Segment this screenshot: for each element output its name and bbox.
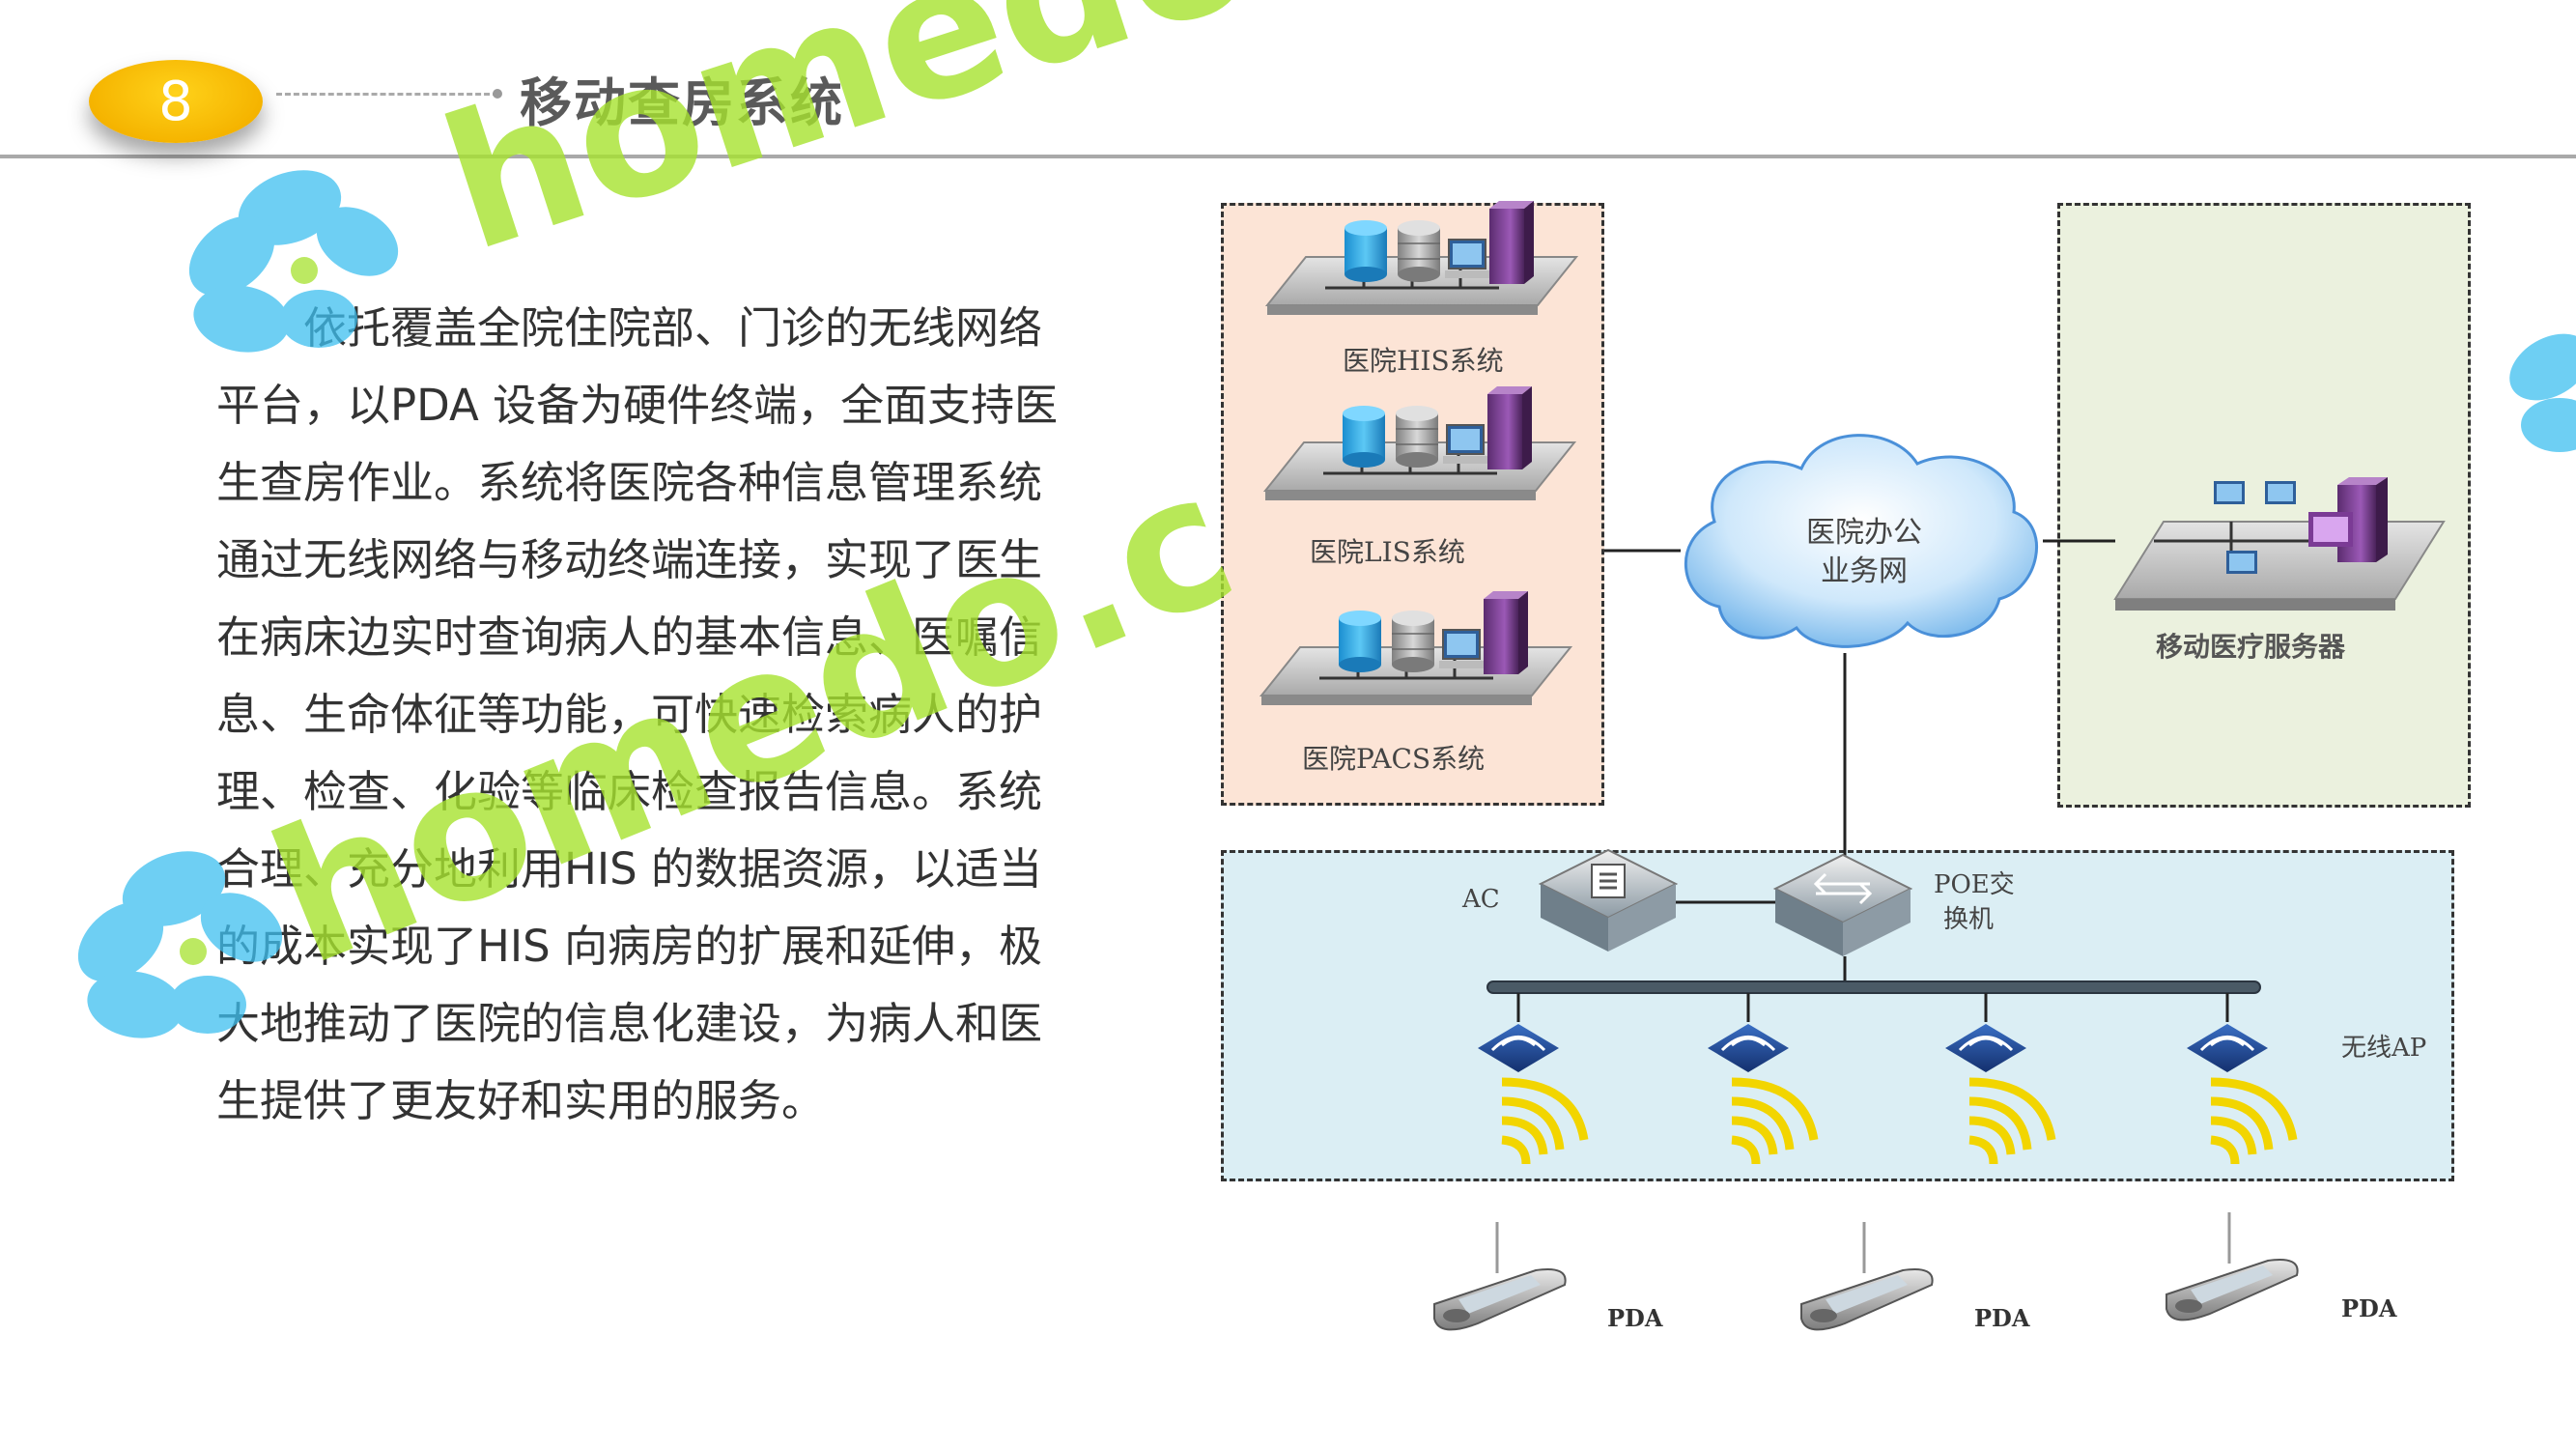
paragraph-line: 在病床边实时查询病人的基本信息、医嘱信 [216, 611, 1043, 663]
his-server-group [1265, 199, 1578, 317]
mobile-server-label: 移动医疗服务器 [2156, 631, 2346, 663]
lis-system-label: 医院LIS系统 [1310, 536, 1465, 568]
cloud-label-line: 医院办公 [1806, 516, 1922, 550]
paragraph-line: 依托覆盖全院住院部、门诊的无线网络 [216, 302, 1043, 354]
paragraph-line: 合理、充分地利用HIS 的数据资源，以适当 [216, 843, 1042, 895]
header-dotted-connector [276, 93, 498, 96]
lis-server-group [1263, 384, 1576, 502]
cloud-label: 医院办公 业务网 [1787, 514, 1941, 591]
paragraph-line: 的成本实现了HIS 向病房的扩展和延伸，极 [216, 921, 1042, 972]
poe-switch-label: POE交 换机 [1934, 867, 2015, 937]
paragraph-line: 生查房作业。系统将医院各种信息管理系统 [216, 457, 1043, 508]
paragraph-line: 息、生命体征等功能，可快速检索病人的护 [216, 689, 1043, 740]
access-point-icons [1478, 993, 2298, 1165]
poe-label-line: 换机 [1943, 905, 1995, 934]
ac-label: AC [1462, 885, 1500, 914]
slide-number-badge: 8 [89, 60, 263, 143]
description-paragraph: 依托覆盖全院住院部、门诊的无线网络 平台，以PDA 设备为硬件终端，全面支持医 … [216, 290, 1066, 1140]
office-network-cloud [1684, 434, 2038, 648]
ac-controller-icon [1538, 848, 1679, 952]
pacs-server-group [1260, 589, 1572, 707]
pacs-system-label: 医院PACS系统 [1302, 743, 1486, 775]
pda-label: PDA [2341, 1294, 2397, 1322]
poe-label-line: POE交 [1934, 870, 2015, 899]
mobile-medical-server-icon [2113, 477, 2446, 611]
paragraph-line: 通过无线网络与移动终端连接，实现了医生 [216, 534, 1043, 585]
paragraph-line: 平台，以PDA 设备为硬件终端，全面支持医 [216, 380, 1059, 431]
paragraph-line: 大地推动了医院的信息化建设，为病人和医 [216, 998, 1043, 1049]
connector-dot [493, 89, 502, 99]
pda-label: PDA [1974, 1304, 2030, 1332]
mobile-server-group [2057, 203, 2471, 808]
his-system-label: 医院HIS系统 [1343, 345, 1504, 377]
pda-device-icons [1433, 1212, 2299, 1331]
wireless-ap-label: 无线AP [2341, 1034, 2427, 1063]
paragraph-line: 生提供了更友好和实用的服务。 [216, 1075, 826, 1126]
slide-number: 8 [158, 70, 193, 133]
cloud-label-line: 业务网 [1821, 554, 1908, 588]
poe-switch-icon [1772, 853, 1913, 956]
pda-label: PDA [1607, 1304, 1663, 1332]
paragraph-line: 理、检查、化验等临床检查报告信息。系统 [216, 766, 1043, 817]
page-title: 移动查房系统 [520, 72, 844, 133]
network-bus [1486, 980, 2261, 994]
header-divider [0, 155, 2576, 158]
